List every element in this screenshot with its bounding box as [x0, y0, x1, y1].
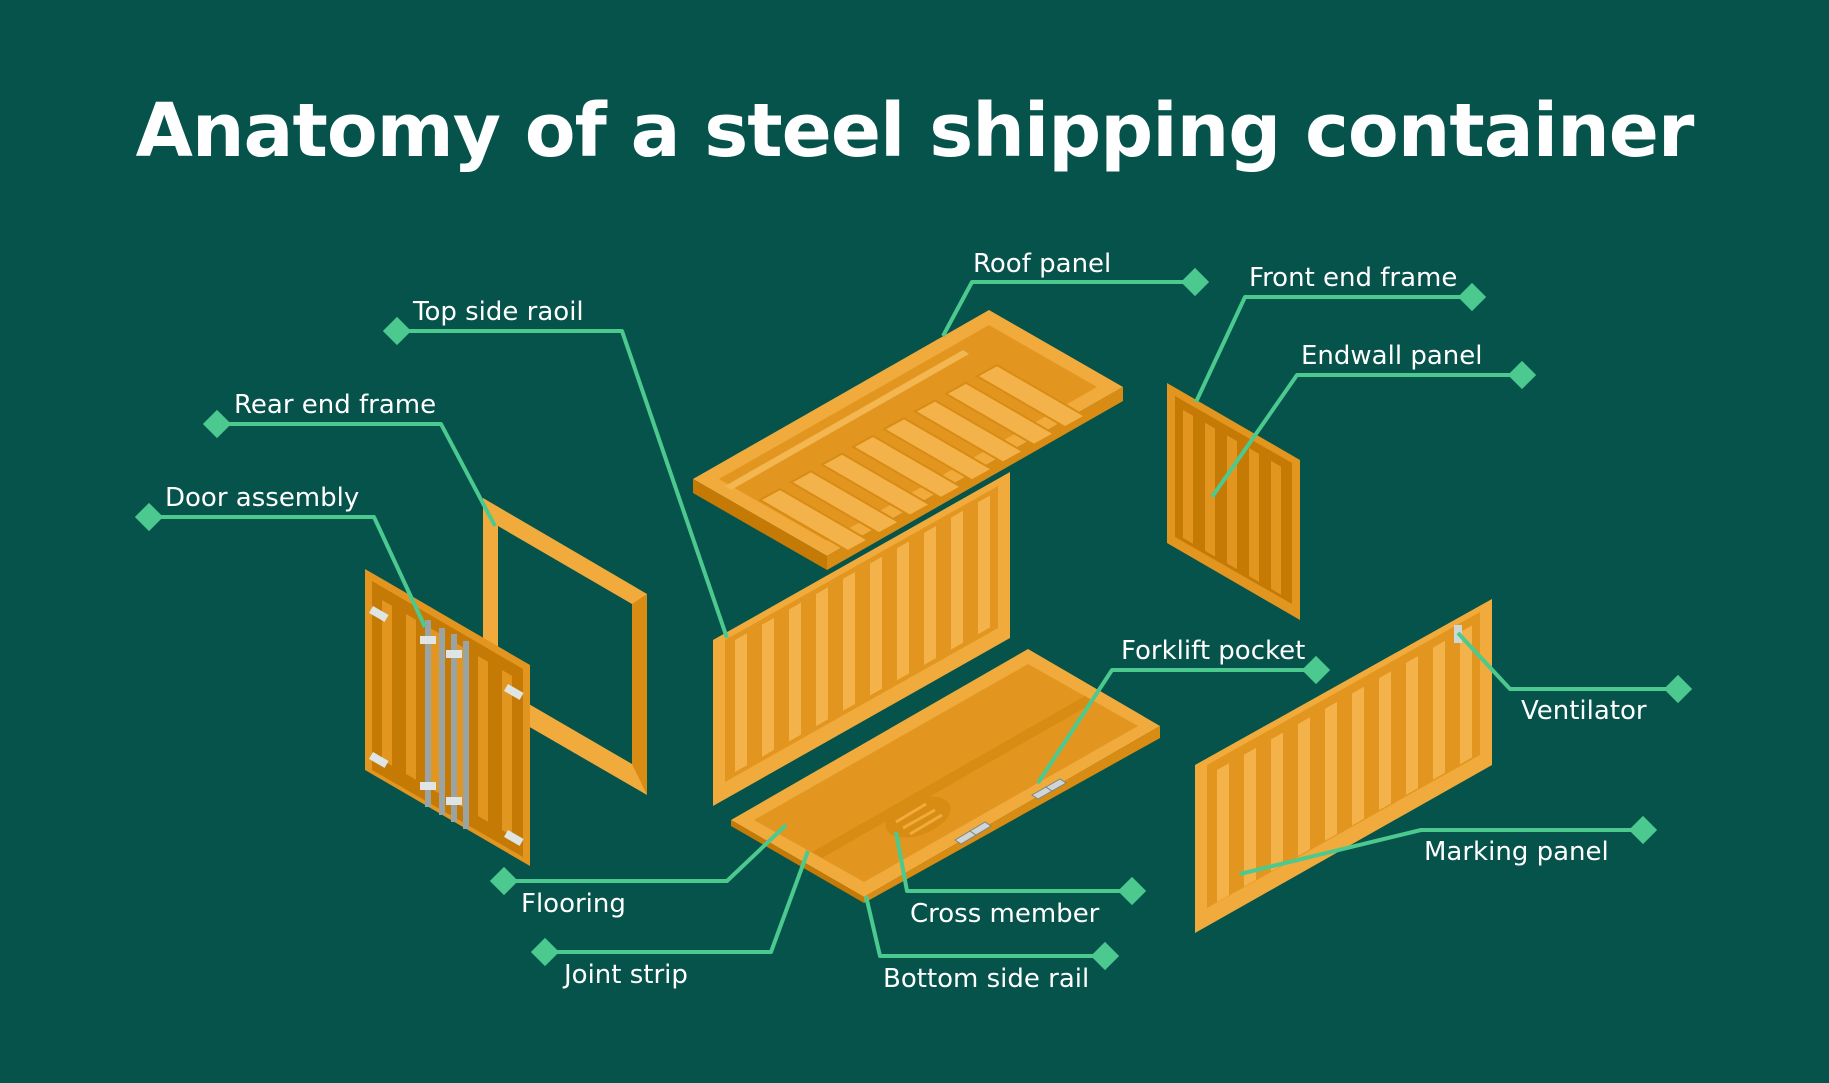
side-wall-right-part [1195, 599, 1492, 933]
leader-flooring [504, 823, 788, 883]
label-roof-panel: Roof panel [973, 249, 1111, 279]
diamond-marker-icon [1663, 674, 1693, 704]
door-assembly-part [365, 569, 530, 866]
label-forklift-pocket: Forklift pocket [1121, 636, 1305, 666]
diamond-marker-icon [1117, 876, 1147, 906]
label-endwall-panel: Endwall panel [1301, 341, 1482, 371]
leader-roof-panel [941, 280, 1195, 337]
diamond-marker-icon [489, 866, 519, 896]
diamond-marker-icon [1628, 815, 1658, 845]
floor-part [731, 649, 1160, 903]
leader-forklift-pocket [1036, 668, 1316, 785]
labels: Roof panel Front end frame Top side raoi… [165, 249, 1647, 994]
page-title: Anatomy of a steel shipping container [135, 88, 1695, 174]
roof-panel-part [693, 310, 1123, 570]
diamond-marker-icon [1180, 267, 1210, 297]
leader-ventilator [1456, 631, 1678, 691]
leader-lines [149, 280, 1678, 958]
leader-marking-panel [1239, 828, 1643, 876]
diamond-marker-icon [530, 937, 560, 967]
label-rear-end-frame: Rear end frame [234, 390, 436, 420]
label-top-side-rail: Top side raoil [412, 297, 584, 327]
side-wall-center-part [713, 472, 1010, 806]
label-front-end-frame: Front end frame [1249, 263, 1457, 293]
leader-rear-end-frame [217, 422, 497, 527]
diamond-marker-icon [1301, 655, 1331, 685]
leader-cross-member [894, 831, 1132, 893]
leader-bottom-side-rail [864, 895, 1105, 958]
label-door-assembly: Door assembly [165, 483, 359, 513]
diamond-marker-icon [134, 502, 164, 532]
diamond-marker-icon [1457, 282, 1487, 312]
leader-endwall-panel [1210, 373, 1522, 499]
diamond-marker-icon [1507, 360, 1537, 390]
endwall-panel-part [1167, 383, 1300, 620]
label-joint-strip: Joint strip [562, 960, 688, 990]
diamond-marker-icon [1090, 941, 1120, 971]
leader-front-end-frame [1194, 295, 1472, 403]
leader-door-assembly [149, 515, 427, 628]
label-marking-panel: Marking panel [1424, 837, 1609, 867]
label-flooring: Flooring [521, 889, 626, 919]
label-bottom-side-rail: Bottom side rail [883, 964, 1089, 994]
label-cross-member: Cross member [910, 899, 1100, 929]
leader-joint-strip [545, 850, 810, 954]
diamond-marker-icon [382, 316, 412, 346]
leader-top-side-rail [397, 329, 729, 639]
diamond-marker-icon [202, 409, 232, 439]
label-ventilator: Ventilator [1521, 696, 1647, 726]
